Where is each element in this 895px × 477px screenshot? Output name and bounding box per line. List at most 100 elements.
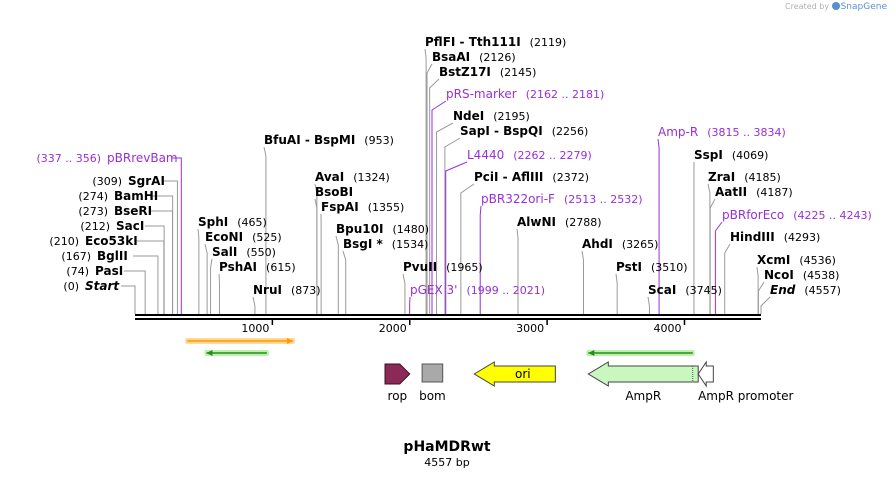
leader-start — [121, 285, 136, 314]
site-coord-amp-r: (3815 .. 3834) — [707, 126, 786, 139]
site-label-pgex-3: pGEX 3' — [410, 283, 457, 297]
orange-primer-head — [286, 338, 293, 344]
site-label-bseri: BseRI — [114, 204, 152, 218]
site-coord-prs-marker: (2162 .. 2181) — [526, 88, 605, 101]
leader-aatii — [709, 198, 716, 314]
leader-ahdi — [581, 250, 585, 314]
site-label-ncoi: NcoI — [764, 268, 794, 282]
site-label-eco53ki: Eco53kI — [85, 234, 138, 248]
leader-eco53ki — [135, 240, 165, 314]
site-label-nrui: NruI — [253, 283, 282, 297]
site-coord-bsgi: (1534) — [392, 238, 429, 251]
site-label-ahdi: AhdI — [582, 237, 613, 251]
leader-nrui — [252, 296, 256, 314]
leader-bpu10i — [335, 235, 339, 314]
site-coord-alwni: (2788) — [565, 216, 602, 229]
ruler-tick-label: 1000 — [241, 322, 269, 335]
site-label-pasi: PasI — [95, 264, 123, 278]
site-coord-bseri: (273) — [78, 205, 108, 218]
site-coord-bamhi: (274) — [78, 190, 108, 203]
site-coord-pbrrevbam: (337 .. 356) — [36, 152, 101, 165]
site-coord-sali: (550) — [246, 246, 276, 259]
plasmid-name: pHaMDRwt — [403, 439, 490, 455]
leader-ncoi — [757, 281, 765, 314]
site-label-pcii-afliii: PciI - AflIII — [474, 170, 543, 184]
site-coord-pbrforeco: (4225 .. 4243) — [793, 209, 872, 222]
site-coord-sgrai: (309) — [92, 175, 122, 188]
site-label-sgrai: SgrAI — [128, 174, 165, 188]
site-coord-fspai: (1355) — [368, 201, 405, 214]
site-coord-nrui: (873) — [291, 284, 321, 297]
site-coord-saci: (212) — [80, 220, 110, 233]
feature-bom — [421, 363, 444, 383]
leader-sphi — [197, 228, 200, 314]
feature-ampr-label: AmpR — [625, 389, 661, 403]
site-coord-bsaai: (2126) — [479, 51, 516, 64]
site-coord-pgex-3: (1999 .. 2021) — [466, 284, 545, 297]
site-coord-econi: (525) — [252, 231, 282, 244]
leader-amp-r — [657, 138, 660, 314]
site-coord-pbr322ori-f: (2513 .. 2532) — [564, 193, 643, 206]
site-label-pbrrevbam: pBRrevBam — [107, 151, 178, 165]
feature-bom-label: bom — [419, 389, 446, 403]
site-coord-sspi: (4069) — [732, 149, 769, 162]
site-label-end: End — [770, 283, 796, 297]
feature-ampr-promoter-label: AmpR promoter — [698, 389, 793, 403]
site-coord-pflfi-tth111i: (2119) — [530, 36, 567, 49]
site-label-aatii: AatII — [715, 185, 747, 199]
snapgene-credit: Created by SnapGene — [785, 2, 887, 12]
leader-bsaai — [426, 63, 433, 314]
site-label-start: Start — [85, 279, 120, 293]
site-coord-bpu10i: (1480) — [392, 223, 429, 236]
ruler-tick-label: 2000 — [379, 322, 407, 335]
site-coord-pvuii: (1965) — [446, 261, 483, 274]
site-label-zrai: ZraI — [708, 170, 735, 184]
leader-scai — [647, 296, 650, 314]
green-primer-left-head — [206, 350, 213, 356]
site-coord-aatii: (4187) — [756, 186, 793, 199]
leader-hindiii — [724, 243, 731, 314]
site-label-xcmi: XcmI — [757, 253, 790, 267]
site-coord-bfuai-bspmi: (953) — [364, 134, 394, 147]
leader-bglii — [133, 255, 159, 314]
site-coord-ahdi: (3265) — [622, 238, 659, 251]
leader-ndei — [436, 122, 454, 314]
site-label-pbr322ori-f: pBR322ori-F — [481, 192, 555, 206]
leader-psti — [615, 273, 618, 314]
site-coord-bstz17i: (2145) — [500, 66, 537, 79]
site-coord-sphi: (465) — [237, 216, 267, 229]
ruler-tick-label: 3000 — [516, 322, 544, 335]
site-label-bfuai-bspmi: BfuAI - BspMI — [264, 133, 355, 147]
green-primer-right-head — [588, 350, 595, 356]
site-label-bsobi: BsoBI — [315, 185, 353, 199]
leader-pbrforeco — [714, 221, 723, 314]
site-label-scai: ScaI — [648, 283, 676, 297]
leader-bfuai-bspmi — [263, 146, 267, 314]
leader-prs-marker — [431, 100, 447, 314]
leader-l4440 — [445, 161, 468, 314]
site-label-l4440: L4440 — [467, 148, 504, 162]
site-label-bstz17i: BstZ17I — [439, 65, 491, 79]
site-label-econi: EcoNI — [205, 230, 243, 244]
leader-pvuii — [402, 273, 406, 314]
site-coord-end: (4557) — [804, 284, 841, 297]
leader-sgrai — [164, 180, 178, 314]
feature-ampr — [587, 361, 699, 387]
site-label-pvuii: PvuII — [403, 260, 437, 274]
site-label-bpu10i: Bpu10I — [336, 222, 383, 236]
site-coord-bglii: (167) — [61, 250, 91, 263]
feature-ori-label: ori — [515, 367, 531, 381]
leader-bseri — [150, 210, 174, 314]
site-label-bsgi: BsgI * — [343, 237, 384, 251]
site-label-avai: AvaI — [315, 170, 344, 184]
leader-pbr322ori-f — [479, 205, 482, 314]
site-coord-sapi-bspqi: (2256) — [552, 125, 589, 138]
feature-rop-label: rop — [388, 389, 408, 403]
site-label-amp-r: Amp-R — [658, 125, 698, 139]
snapgene-logo-icon — [831, 2, 840, 10]
site-label-alwni: AlwNI — [517, 215, 556, 229]
site-coord-hindiii: (4293) — [784, 231, 821, 244]
site-coord-zrai: (4185) — [744, 171, 781, 184]
